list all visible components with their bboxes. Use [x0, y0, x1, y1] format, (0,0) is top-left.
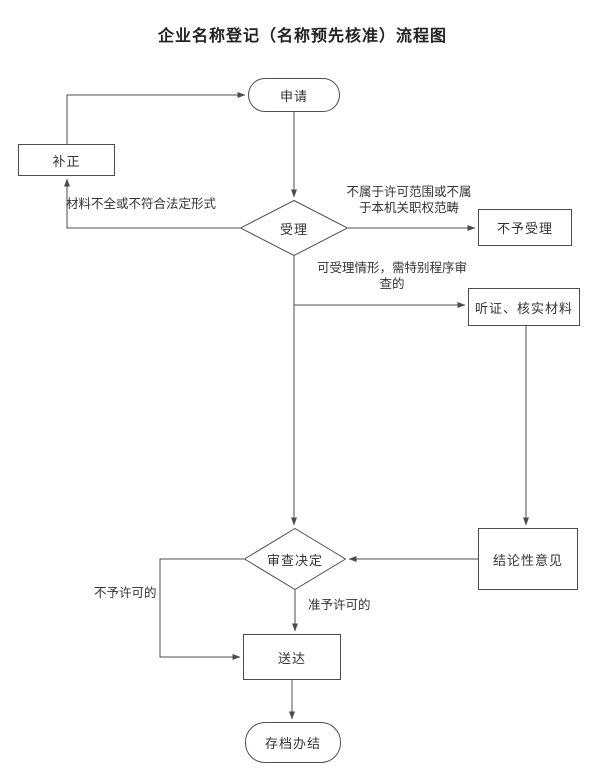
edge-label-materials-incomplete: 材料不全或不符合法定形式 — [66, 197, 217, 211]
node-conclusion: 结论性意见 — [478, 528, 578, 590]
node-delivery-label: 送达 — [277, 650, 306, 666]
acceptance-diamond-shape — [240, 200, 348, 256]
node-reject: 不予受理 — [478, 209, 572, 246]
node-acceptance-label: 受理 — [279, 221, 308, 237]
node-conclusion-label: 结论性意见 — [492, 552, 563, 568]
decision-diamond-shape — [244, 528, 346, 590]
node-delivery: 送达 — [243, 634, 341, 680]
node-archive: 存档办结 — [245, 722, 341, 763]
node-hearing: 听证、核实材料 — [468, 288, 580, 326]
edge-acceptance-correction — [64, 178, 240, 229]
edge-correction-apply — [66, 92, 246, 144]
node-decision: 审查决定 — [244, 528, 346, 590]
node-correction-label: 补正 — [52, 153, 81, 169]
node-correction: 补正 — [18, 144, 115, 176]
edge-label-not-permitted: 不予许可的 — [94, 586, 157, 600]
node-apply-label: 申请 — [279, 88, 308, 104]
edge-label-permitted: 准予许可的 — [308, 598, 371, 612]
edge-decision-delivery-denied — [159, 558, 244, 660]
node-acceptance: 受理 — [240, 200, 348, 256]
node-apply: 申请 — [248, 78, 340, 112]
page-title: 企业名称登记（名称预先核准）流程图 — [157, 28, 447, 45]
node-archive-label: 存档办结 — [264, 736, 321, 751]
edge-label-special-procedure: 可受理情形，需特别程序审 查的 — [316, 261, 467, 291]
edge-label-out-of-scope: 不属于许可范围或不属 于本机关职权范畴 — [346, 185, 472, 215]
node-hearing-label: 听证、核实材料 — [474, 300, 573, 316]
node-reject-label: 不予受理 — [496, 221, 553, 236]
node-decision-label: 审查决定 — [266, 552, 323, 568]
